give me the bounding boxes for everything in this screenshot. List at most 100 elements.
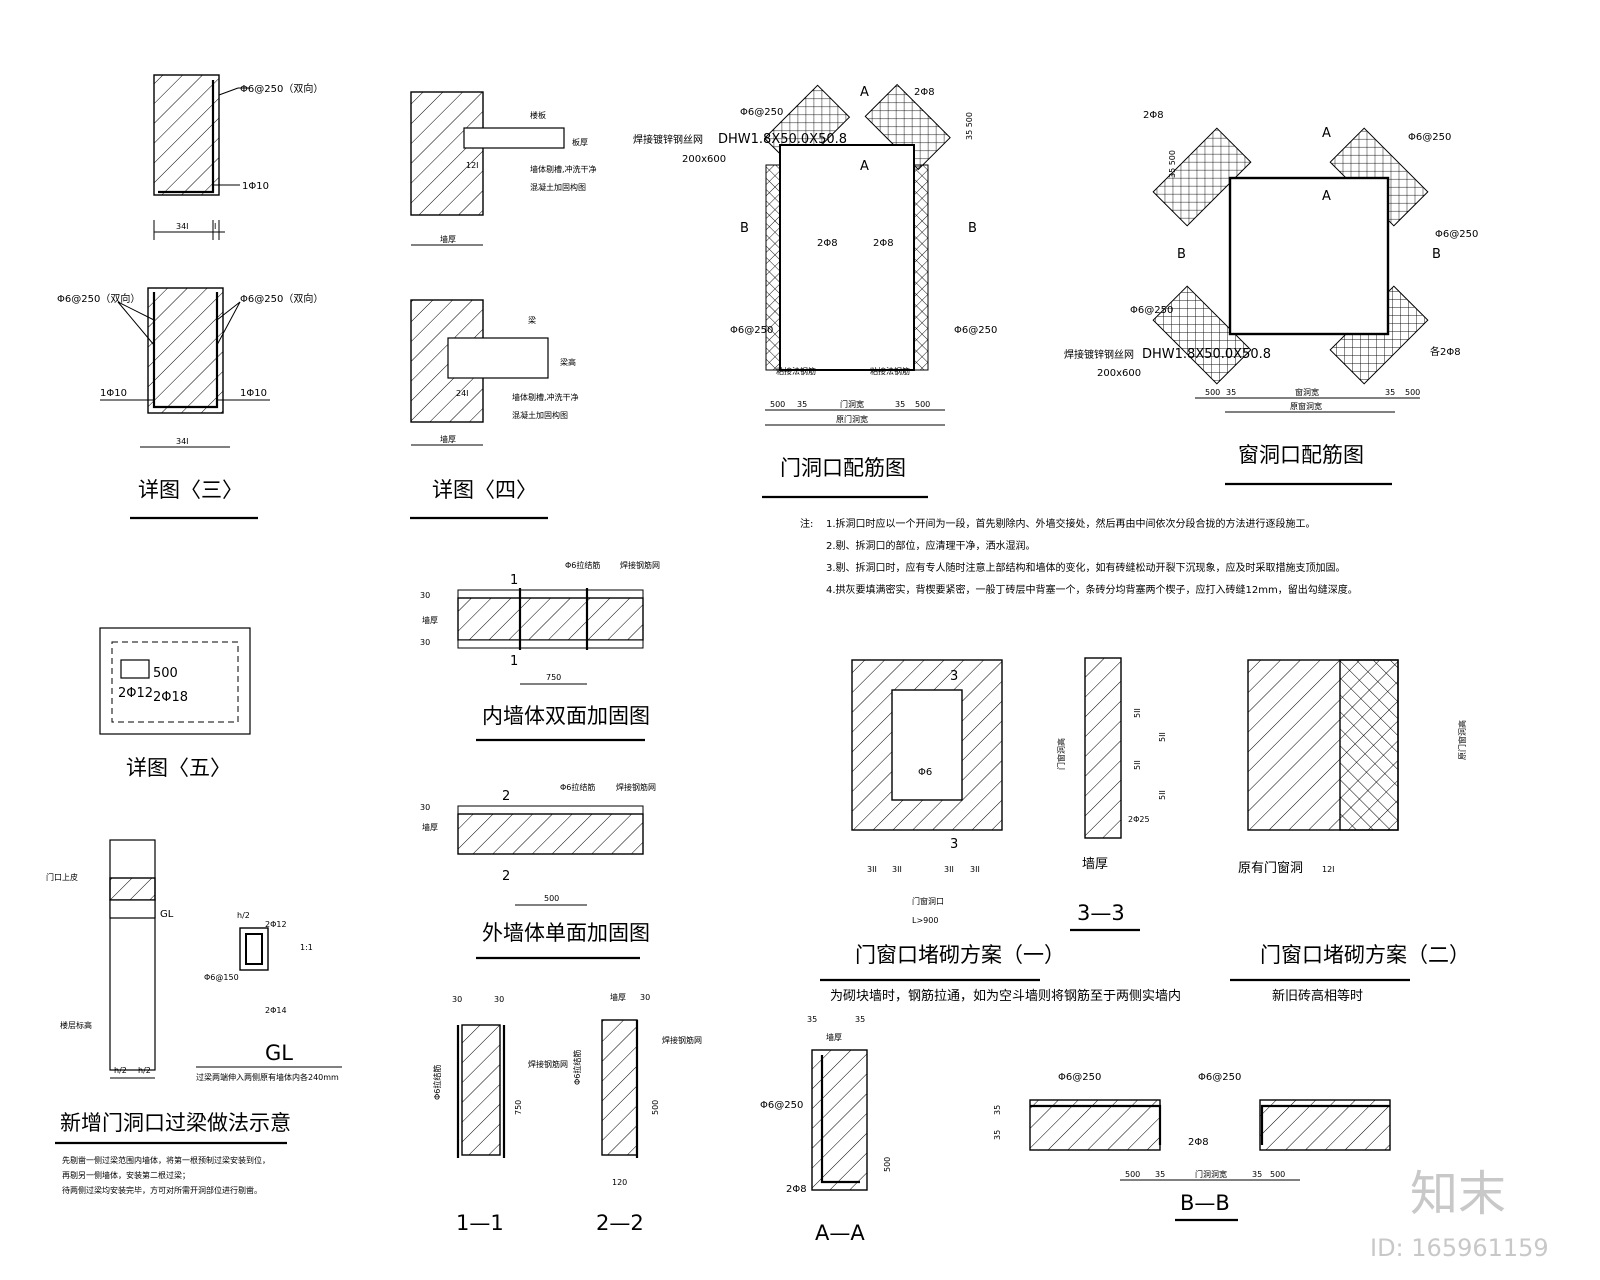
p1-r: Φ6 (918, 767, 932, 778)
outer-wall: Φ6拉结筋 焊接钢筋网 30 墙厚 2 2 500 外墙体单面加固图 (420, 782, 656, 960)
door-mesh-spec: DHW1.8X50.0X50.8 (718, 132, 847, 147)
d4-slab (463, 127, 565, 149)
rebar-line (158, 80, 215, 194)
door-sec-b2: B (968, 221, 977, 236)
section-3-3: 门窗洞高 5II 5II 5II 5II 2Φ25 墙厚 3—3 (1056, 657, 1167, 932)
sbb-dim2: 门洞洞宽 (1195, 1169, 1227, 1179)
watermark: 知末 ID: 165961159 (1370, 1166, 1549, 1262)
gl-sec-note: 过梁两端伸入两侧原有墙体内各240mm (196, 1072, 339, 1082)
d5-v1: 500 (153, 666, 178, 681)
d3-dim-side: I (214, 222, 216, 231)
d5-frame (99, 627, 251, 735)
door-sec-a1: A (860, 85, 869, 100)
saa-r1: Φ6@250 (760, 1100, 803, 1111)
d4-bot-lbl2: 墙体剔槽,冲洗干净 (512, 392, 579, 402)
wall-section-top (153, 74, 220, 196)
d4-top-lbl1: 楼板 (530, 110, 546, 120)
note-4: 4.拱灰要填满密实，背楔要紧密，一般丁砖层中背塞一个，条砖分均背塞两个楔子，应打… (826, 583, 1358, 596)
door-mesh-right (913, 164, 929, 371)
s11-lbl2: Φ6拉结筋 (432, 1065, 442, 1100)
iw-title: 内墙体双面加固图 (482, 704, 650, 728)
sbb-dim3: 35 (1252, 1170, 1262, 1179)
d5-v2: 2Φ12 (118, 686, 153, 701)
d3-rebar5: 1Φ10 (100, 388, 127, 399)
s22-dim: 500 (651, 1100, 660, 1115)
s22-title: 2—2 (596, 1211, 644, 1235)
door-sec-a2: A (860, 159, 869, 174)
gl-sec-r2: Φ6@150 (204, 973, 239, 982)
door-r3: 2Φ8 (817, 238, 838, 249)
s33-d4: 5II (1158, 790, 1167, 800)
win-sec-a1: A (1322, 126, 1331, 141)
d5-title: 详图〈五〉 (126, 756, 231, 780)
p2-lbl: 原有门窗洞 (1238, 860, 1303, 876)
iw-d30b: 30 (420, 638, 430, 647)
d5-v3: 2Φ18 (153, 690, 188, 705)
saa-title: A—A (815, 1221, 865, 1245)
note-3: 3.剔、拆洞口时，应有专人随时注意上部结构和墙体的变化，如有砖缝松动开裂下沉现象… (826, 561, 1346, 574)
d4-wall-bot-lbl: 墙厚 (440, 434, 456, 444)
win-r4: Φ6@250 (1130, 305, 1173, 316)
door-r4: 2Φ8 (873, 238, 894, 249)
s33-wall: 墙厚 (1082, 857, 1108, 872)
detail-4: 楼板 墙体剔槽,冲洗干净 混凝土加固构图 12I 板厚 墙厚 梁 墙体剔槽,冲洗… (410, 91, 597, 520)
sbb-r3: 2Φ8 (1188, 1137, 1209, 1148)
sbb-r2: Φ6@250 (1198, 1072, 1241, 1083)
door-r2: 2Φ8 (914, 87, 935, 98)
d4-bot-dim: 24I (456, 389, 469, 398)
s33-title: 3—3 (1077, 901, 1125, 925)
p1-d2: 3II (944, 865, 954, 874)
d4-title: 详图〈四〉 (432, 478, 537, 502)
win-r2: Φ6@250 (1408, 132, 1451, 143)
win-title: 窗洞口配筋图 (1238, 443, 1364, 467)
p1-d1: 3II (892, 865, 902, 874)
p1-s3b: 3 (950, 837, 958, 852)
infill-plan-1: 3 3 Φ6 3II 3II 3II 3II 门窗洞口 L>900 门窗口堵砌方… (820, 659, 1181, 1004)
s11-lbl1: 焊接钢筋网 (528, 1059, 568, 1069)
win-dim-open: 窗洞宽 (1295, 387, 1319, 397)
d3-title: 详图〈三〉 (138, 478, 243, 502)
door-dim-orig: 原门洞宽 (836, 414, 868, 424)
s22-lbl1: 焊接钢筋网 (662, 1035, 702, 1045)
gl-lbl: GL (160, 909, 174, 920)
gl-sec-h2: h/2 (237, 911, 250, 920)
window-opening (1228, 176, 1390, 336)
d3-rebar4: Φ6@250（双向） (240, 292, 323, 305)
gl-n3: 待两侧过梁均安装完毕，方可对所需开洞部位进行剔凿。 (62, 1185, 262, 1195)
sbb-dim0: 500 (1125, 1170, 1140, 1179)
gl-floor: 楼层标高 (60, 1020, 92, 1030)
d4-wall-top-lbl: 墙厚 (440, 234, 456, 244)
d4-top-h: 板厚 (572, 137, 588, 147)
ow-dim: 500 (544, 894, 559, 903)
p1-d3: 3II (970, 865, 980, 874)
p2-dim: 12I (1322, 865, 1335, 874)
iw-lbl2: 焊接钢筋网 (620, 560, 660, 570)
d4-top-dim: 12I (466, 161, 479, 170)
watermark-logo: 知末 (1410, 1166, 1506, 1222)
win-h-dim: 35 500 (1168, 150, 1177, 178)
gl-top: 门口上皮 (46, 872, 78, 882)
door-sec-b1: B (740, 221, 749, 236)
d4-bot-h: 梁高 (560, 357, 576, 367)
iw-lbl1: Φ6拉结筋 (565, 560, 600, 570)
saa-d1: 35 (807, 1015, 817, 1024)
ow-wall: 墙厚 (422, 822, 438, 832)
d4-top-lbl3: 混凝土加固构图 (530, 182, 586, 192)
door-rebar: A A B B 焊接镀锌钢丝网 DHW1.8X50.0X50.8 200x600… (633, 83, 997, 499)
d3-rebar6: 1Φ10 (240, 388, 267, 399)
section-a-a: 35 35 墙厚 Φ6@250 2Φ8 500 A—A (760, 1015, 892, 1245)
iw-s2: 1 (510, 654, 518, 669)
s33-l1: 门窗洞高 (1056, 738, 1066, 770)
gl-sec-title: GL (265, 1041, 293, 1065)
door-h-dim: 35 500 (965, 112, 974, 140)
door-d500a: 500 (770, 400, 785, 409)
watermark-id: ID: 165961159 (1370, 1234, 1549, 1262)
door-mesh-left (765, 164, 781, 371)
s11-d1: 30 (452, 995, 462, 1004)
door-d35b: 35 (895, 400, 905, 409)
door-r5: Φ6@250 (730, 325, 773, 336)
ow-d30: 30 (420, 803, 430, 812)
d4-bot-lbl1: 梁 (528, 316, 536, 325)
notes: 注: 1.拆洞口时应以一个开间为一段，首先剔除内、外墙交接处，然后再由中间依次分… (800, 517, 1358, 596)
